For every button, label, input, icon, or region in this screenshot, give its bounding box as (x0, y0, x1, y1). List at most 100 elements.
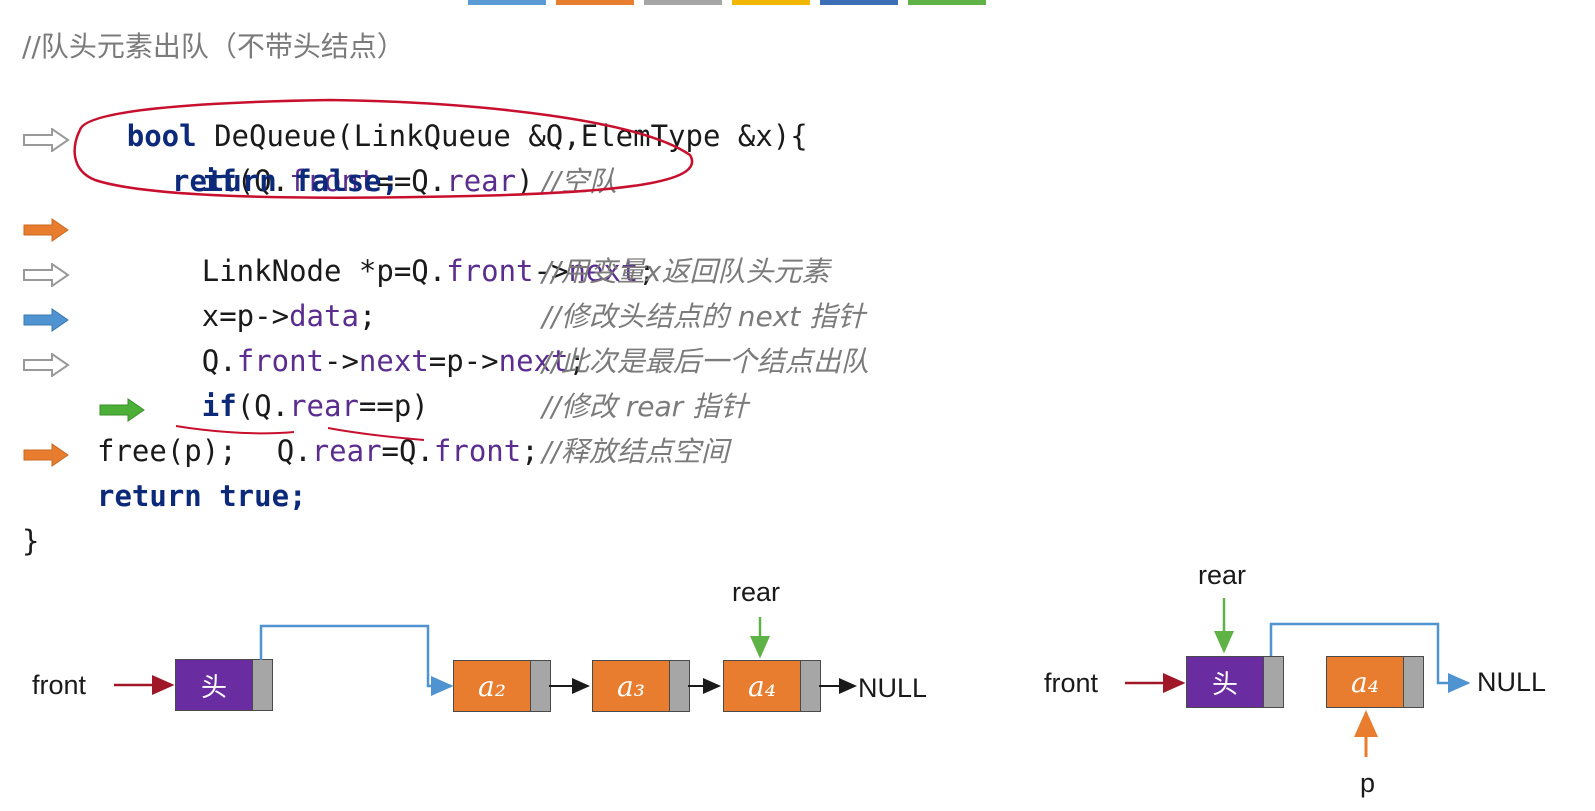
code-text: (Q. (236, 164, 290, 198)
field-next: next (358, 344, 429, 378)
node-a4-label: a₄ (1327, 657, 1403, 707)
code-text: -> (324, 344, 359, 378)
code-text: ; (638, 254, 656, 288)
tab-5[interactable] (820, 0, 898, 5)
step-arrow-gray-icon (23, 263, 70, 287)
param-x: &x){ (720, 119, 808, 153)
field-rear: rear (446, 164, 517, 198)
field-next: next (498, 344, 569, 378)
field-front: front (433, 434, 522, 468)
field-data: data (289, 299, 359, 333)
code-text: x=p-> (201, 299, 290, 333)
step-arrow-orange-icon (23, 218, 69, 242)
step-arrow-gray-icon (23, 353, 70, 377)
comment-modify-rear: //修改 rear 指针 (542, 390, 749, 423)
code-title-comment: //队头元素出队（不带头结点） (0, 24, 405, 69)
tab-3[interactable] (644, 0, 722, 5)
red-underline-front (327, 427, 425, 441)
node-a4: a₄ (1326, 656, 1424, 708)
keyword-if: if (201, 389, 237, 423)
step-arrow-green-icon (99, 398, 145, 422)
field-front: front (289, 164, 377, 198)
code-text: Q. (276, 434, 312, 468)
step-arrow-blue-icon (23, 308, 69, 332)
head-to-null-arrow (1269, 622, 1471, 693)
pointer-field (800, 661, 820, 711)
code-text: ; (568, 344, 586, 378)
color-tab-strip (468, 0, 986, 5)
type-linknode: LinkNode (201, 254, 342, 288)
node-a3: a₃ (592, 660, 690, 712)
red-underline-rear (175, 425, 295, 435)
code-signature: bool DeQueue(LinkQueue &Q,ElemType &x){ (0, 69, 808, 153)
comment-modify-next: //修改头结点的 next 指针 (542, 300, 866, 333)
node-a2-label: a₂ (454, 661, 530, 711)
null-label: NULL (1477, 667, 1547, 697)
code-close-brace: } (0, 519, 70, 564)
type-linkqueue: LinkQueue (353, 119, 511, 153)
code-line-9: return true; (0, 474, 307, 519)
code-text: ==p) (358, 389, 429, 423)
tab-6[interactable] (908, 0, 986, 5)
code-line-1: if(Q.front==Q.rear) (0, 114, 534, 198)
pointer-field (252, 660, 272, 710)
code-line-7: Q.rear=Q.front; //修改 rear 指针 (0, 384, 748, 468)
field-front: front (446, 254, 534, 288)
code-text: -> (533, 254, 569, 288)
step-arrow-orange-icon (23, 443, 69, 467)
pointer-field (530, 661, 550, 711)
pointer-field (1263, 657, 1283, 707)
code-text: =Q. (381, 434, 434, 468)
comment-return-x: //用变量x返回队头元素 (542, 255, 830, 288)
field-next: next (568, 254, 639, 288)
code-line-5: Q.front->next=p->next; //修改头结点的 next 指针 (0, 294, 865, 378)
rear-label: rear (732, 577, 781, 607)
tab-1[interactable] (468, 0, 546, 5)
comment-free-space: //释放结点空间 (542, 435, 729, 468)
return-true: return true; (97, 479, 307, 513)
code-text: Q. (201, 344, 237, 378)
node-a4-label: a₄ (724, 661, 800, 711)
code-text: ; (358, 299, 377, 333)
param-q: &Q, (510, 119, 581, 153)
code-text: *p=Q. (341, 254, 447, 288)
tab-2[interactable] (556, 0, 634, 5)
tab-4[interactable] (732, 0, 810, 5)
code-text: (Q. (236, 389, 290, 423)
head-node-label: 头 (176, 660, 252, 710)
free-p: free(p); (97, 434, 237, 468)
keyword-if: if (201, 164, 237, 198)
node-a4: a₄ (723, 660, 821, 712)
code-line-8: free(p); //释放结点空间 (0, 429, 729, 474)
null-label: NULL (858, 673, 928, 703)
code-text: ==Q. (376, 164, 447, 198)
front-label: front (32, 670, 87, 700)
field-front: front (236, 344, 324, 378)
pointer-field (1403, 657, 1423, 707)
code-text: ) (516, 164, 534, 198)
field-rear: rear (289, 389, 359, 423)
title-comment-text: //队头元素出队（不带头结点） (22, 30, 405, 63)
code-line-4: x=p->data; //用变量x返回队头元素 (0, 249, 830, 333)
head-node: 头 (175, 659, 273, 711)
step-arrow-gray-icon (23, 128, 70, 152)
front-label: front (1044, 668, 1099, 698)
close-brace: } (22, 524, 40, 558)
func-name: DeQueue( (196, 119, 354, 153)
head-node-label: 头 (1187, 657, 1263, 707)
node-a3-label: a₃ (593, 661, 669, 711)
head-node: 头 (1186, 656, 1284, 708)
code-text: ; (521, 434, 539, 468)
rear-label: rear (1198, 560, 1247, 590)
p-label: p (1360, 768, 1376, 798)
keyword-bool: bool (126, 119, 197, 153)
code-line-6: if(Q.rear==p) //此次是最后一个结点出队 (0, 339, 869, 423)
red-ellipse-annotation (73, 98, 694, 199)
head-to-a2-arrow (259, 624, 454, 696)
code-text: =p-> (428, 344, 499, 378)
field-rear: rear (311, 434, 382, 468)
pointer-field (669, 661, 689, 711)
